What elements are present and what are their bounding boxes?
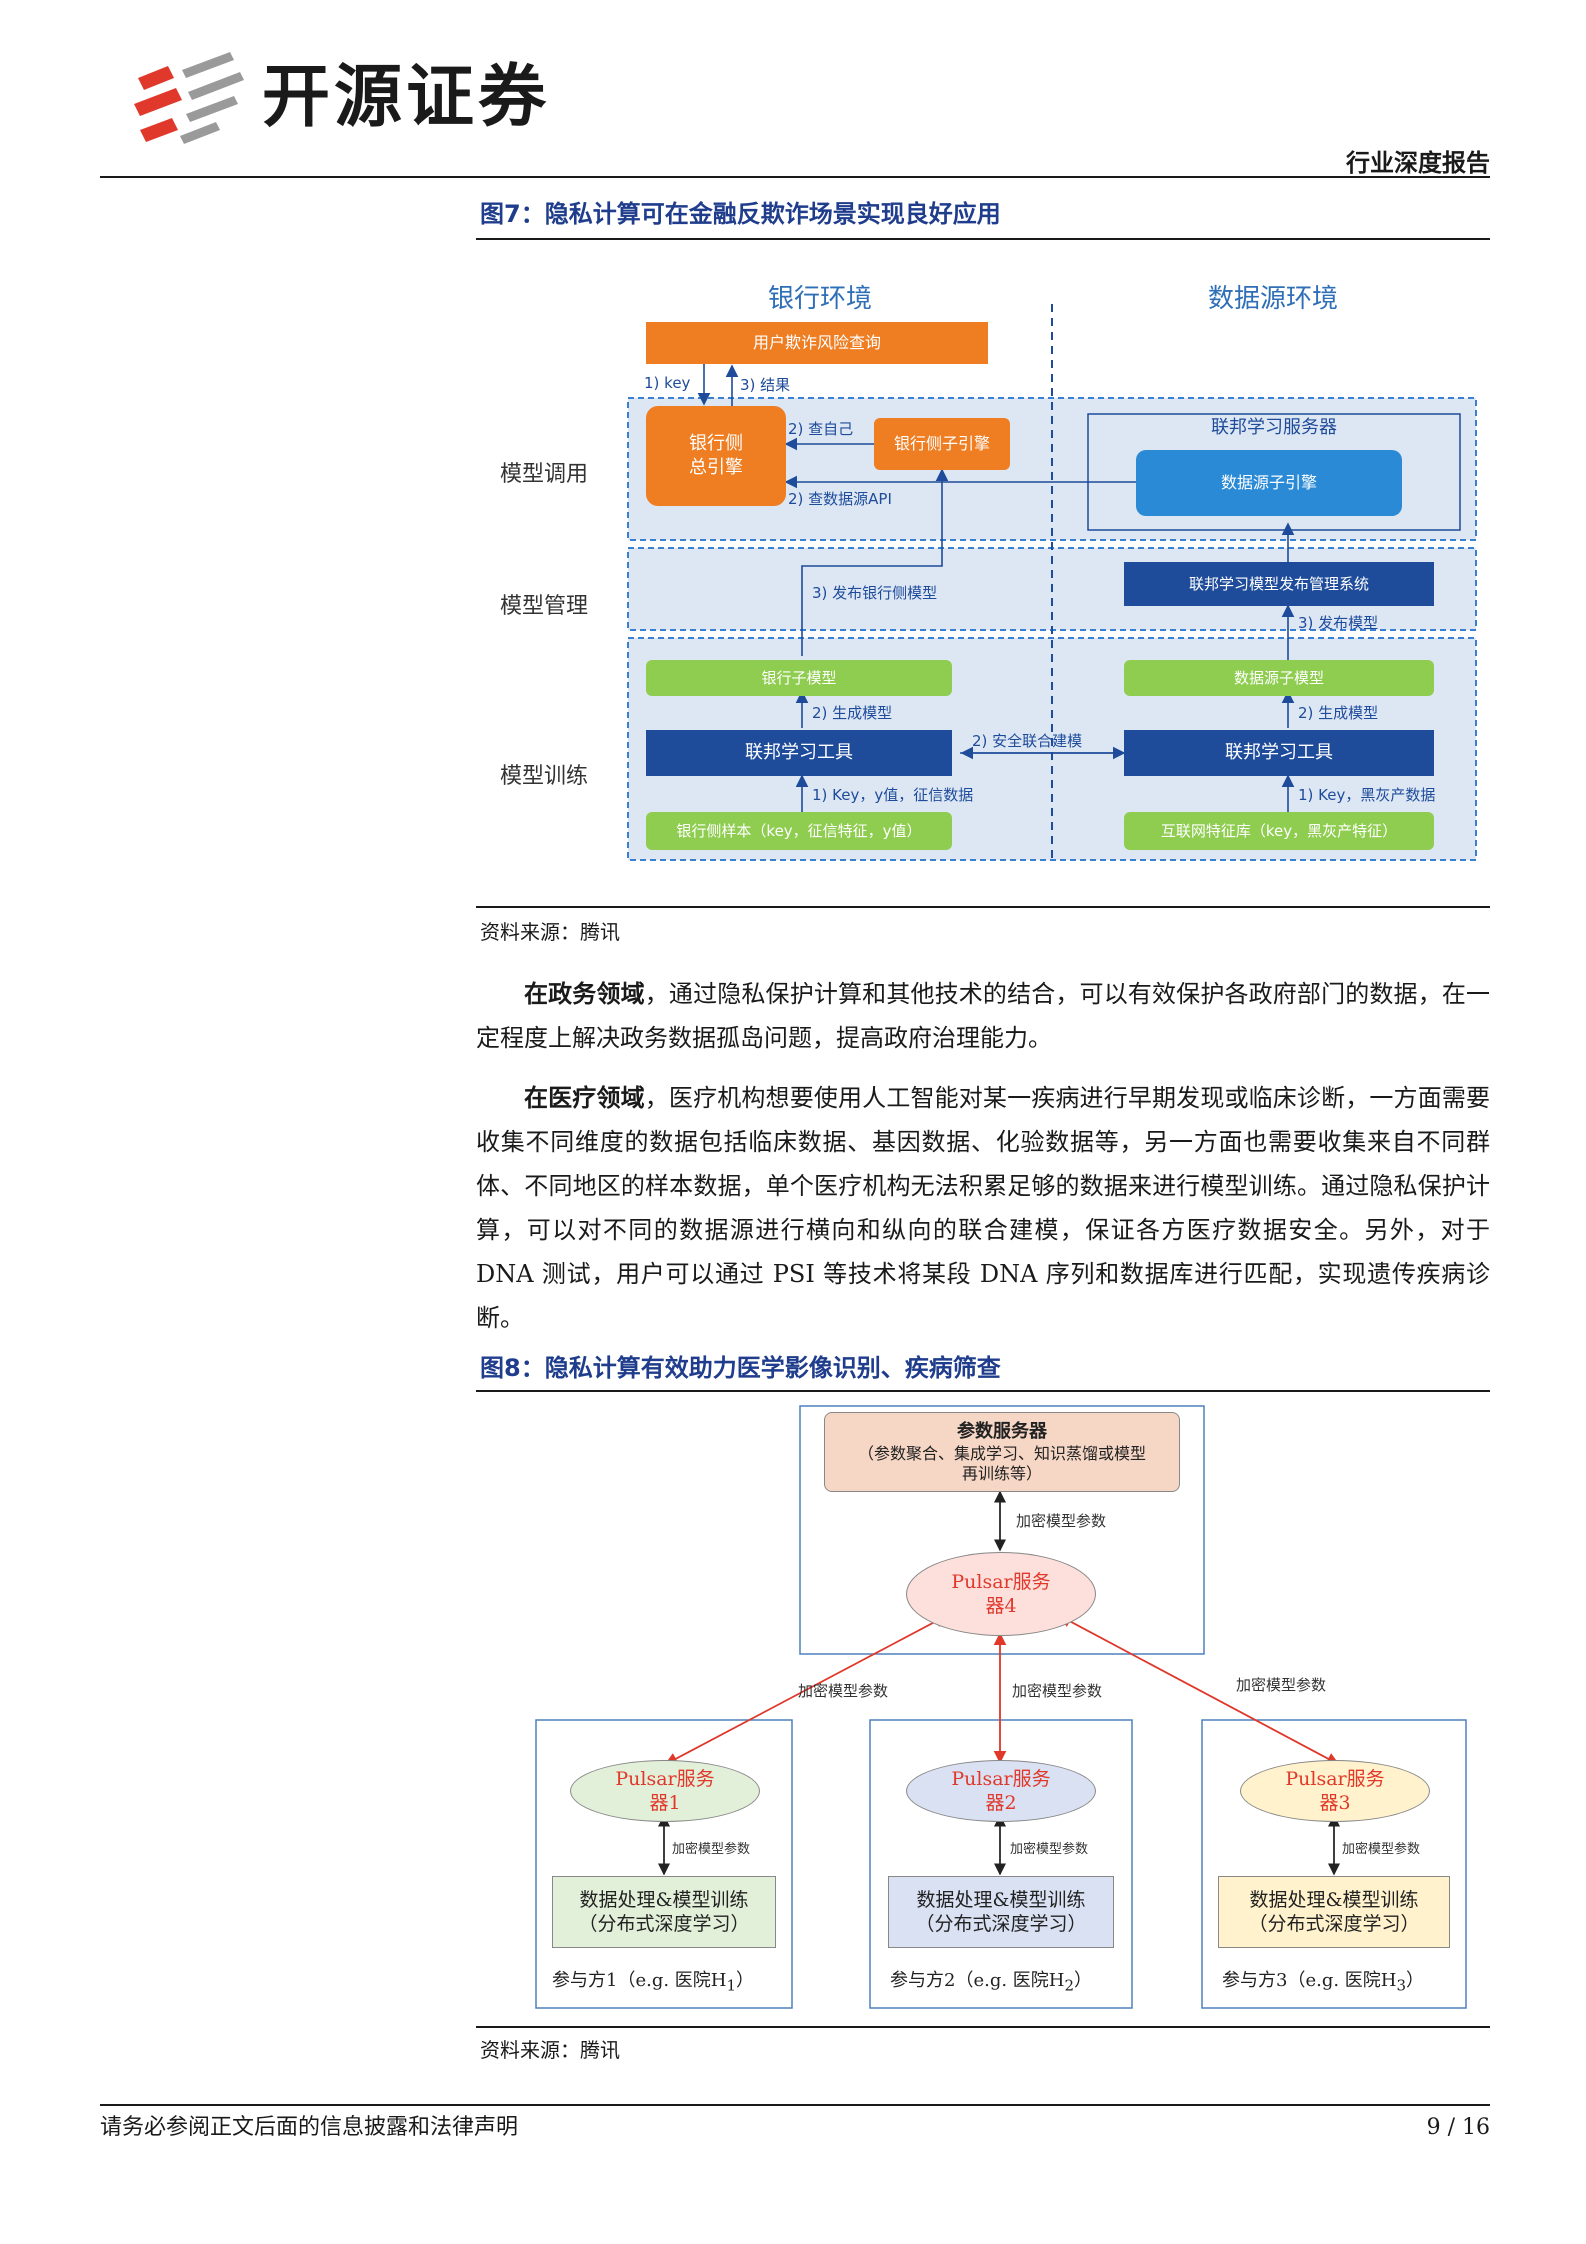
fl-tool-right-box: 联邦学习工具 xyxy=(1124,730,1434,776)
pulsar-server-1: Pulsar服务 器1 xyxy=(570,1760,760,1822)
label-gen-model-right: 2) 生成模型 xyxy=(1298,704,1379,722)
label-result: 3) 结果 xyxy=(740,376,791,394)
bank-environment-heading: 银行环境 xyxy=(768,284,873,314)
label-enc-param-p2: 加密模型参数 xyxy=(1010,1842,1089,1857)
company-name: 开源证券 xyxy=(262,58,551,137)
participant-3-label-sub: 3 xyxy=(1396,1976,1407,1995)
bank-samples-box: 银行侧样本（key，征信特征，y值） xyxy=(646,812,952,850)
pulsar-server-2: Pulsar服务 器2 xyxy=(906,1760,1096,1822)
participant-1-label-text: 参与方1（e.g. 医院H xyxy=(552,1970,727,1991)
figure-7-source-rule xyxy=(476,906,1490,908)
pulsar3-line-1: Pulsar服务 xyxy=(1285,1768,1385,1790)
paragraph-medical-lead: 在医疗领域 xyxy=(524,1083,645,1112)
label-self-check: 2) 查自己 xyxy=(788,420,854,438)
label-key: 1) key xyxy=(644,374,691,392)
figure-8-diagram: 参数服务器 （参数聚合、集成学习、知识蒸馏或模型 再训练等） 加密模型参数 Pu… xyxy=(476,1398,1490,2018)
fl-server-title: 联邦学习服务器 xyxy=(1211,417,1337,438)
data-source-environment-heading: 数据源环境 xyxy=(1208,284,1339,314)
participant-1-label-close: ） xyxy=(736,1970,755,1991)
figure-8-source-rule xyxy=(476,2026,1490,2028)
participant-3-label: 参与方3（e.g. 医院H3） xyxy=(1222,1966,1424,1995)
label-enc-param-p3: 加密模型参数 xyxy=(1342,1842,1421,1857)
parameter-server-title: 参数服务器 xyxy=(957,1421,1047,1442)
label-enc-param-middle: 加密模型参数 xyxy=(1012,1682,1103,1700)
p3-work-line-1: 数据处理&模型训练 xyxy=(1249,1889,1419,1911)
figure-7-rule xyxy=(476,238,1490,240)
row-label-model-manage: 模型管理 xyxy=(500,594,589,619)
internet-features-box: 互联网特征库（key，黑灰产特征） xyxy=(1124,812,1434,850)
pulsar3-line-2: 器3 xyxy=(1319,1792,1351,1814)
parameter-server-desc-1: （参数聚合、集成学习、知识蒸馏或模型 xyxy=(857,1444,1146,1463)
pulsar1-line-1: Pulsar服务 xyxy=(615,1768,715,1790)
bank-sub-engine-box: 银行侧子引擎 xyxy=(874,418,1010,470)
page-number: 9 / 16 xyxy=(1426,2115,1490,2140)
paragraph-government: 在政务领域，通过隐私保护计算和其他技术的结合，可以有效保护各政府部门的数据，在一… xyxy=(476,972,1490,1060)
participant-2-label-text: 参与方2（e.g. 医院H xyxy=(890,1970,1065,1991)
bank-engine-line-1: 银行侧 xyxy=(689,433,743,454)
pulsar1-line-2: 器1 xyxy=(649,1792,681,1814)
figure-8-rule xyxy=(476,1390,1490,1392)
figure-8-connectors xyxy=(535,1405,1467,2009)
paragraph-government-lead: 在政务领域 xyxy=(524,979,645,1008)
figure-8-source: 资料来源：腾讯 xyxy=(480,2038,620,2062)
label-publish-model: 3) 发布模型 xyxy=(1298,614,1379,632)
row-label-model-invoke: 模型调用 xyxy=(500,462,589,487)
bank-engine-line-2: 总引擎 xyxy=(689,457,743,478)
label-publish-bank-model: 3) 发布银行侧模型 xyxy=(812,584,938,602)
footer-disclaimer: 请务必参阅正文后面的信息披露和法律声明 xyxy=(100,2115,519,2140)
participant-1-work-box: 数据处理&模型训练 （分布式深度学习） xyxy=(552,1876,776,1948)
participant-2-label: 参与方2（e.g. 医院H2） xyxy=(890,1966,1092,1995)
label-enc-param-p1: 加密模型参数 xyxy=(672,1842,751,1857)
participant-3-label-text: 参与方3（e.g. 医院H xyxy=(1222,1970,1397,1991)
label-secure-joint-modeling: 2) 安全联合建模 xyxy=(972,732,1083,750)
label-input-right: 1) Key，黑灰产数据 xyxy=(1298,786,1436,804)
row-label-model-train: 模型训练 xyxy=(500,764,589,789)
pulsar-server-4: Pulsar服务 器4 xyxy=(906,1552,1096,1636)
header-rule xyxy=(100,176,1490,178)
data-source-sub-model-box: 数据源子模型 xyxy=(1124,660,1434,696)
p3-work-line-2: （分布式深度学习） xyxy=(1248,1913,1420,1935)
participant-1-label-sub: 1 xyxy=(726,1976,737,1995)
label-gen-model-left: 2) 生成模型 xyxy=(812,704,893,722)
data-source-sub-engine-box: 数据源子引擎 xyxy=(1136,450,1402,516)
participant-2-label-close: ） xyxy=(1074,1970,1093,1991)
label-enc-param-right: 加密模型参数 xyxy=(1236,1676,1327,1694)
label-enc-param-left: 加密模型参数 xyxy=(798,1682,889,1700)
label-input-left: 1) Key，y值，征信数据 xyxy=(812,786,974,804)
figure-7-source: 资料来源：腾讯 xyxy=(480,920,620,944)
pulsar2-line-1: Pulsar服务 xyxy=(951,1768,1051,1790)
participant-2-work-box: 数据处理&模型训练 （分布式深度学习） xyxy=(888,1876,1114,1948)
participant-3-work-box: 数据处理&模型训练 （分布式深度学习） xyxy=(1218,1876,1450,1948)
paragraph-government-text: ，通过隐私保护计算和其他技术的结合，可以有效保护各政府部门的数据，在一定程度上解… xyxy=(476,980,1491,1052)
p1-work-line-2: （分布式深度学习） xyxy=(578,1913,750,1935)
pulsar4-line-1: Pulsar服务 xyxy=(951,1571,1051,1593)
fl-model-publish-system-box: 联邦学习模型发布管理系统 xyxy=(1124,562,1434,606)
p2-work-line-2: （分布式深度学习） xyxy=(915,1913,1087,1935)
participant-2-label-sub: 2 xyxy=(1064,1976,1075,1995)
bank-main-engine-box: 银行侧 总引擎 xyxy=(646,406,786,506)
paragraph-medical: 在医疗领域，医疗机构想要使用人工智能对某一疾病进行早期发现或临床诊断，一方面需要… xyxy=(476,1076,1490,1340)
company-logo-mark xyxy=(134,52,244,144)
p1-work-line-1: 数据处理&模型训练 xyxy=(579,1889,749,1911)
label-enc-param-top: 加密模型参数 xyxy=(1016,1512,1107,1530)
figure-7-title: 图7：隐私计算可在金融反欺诈场景实现良好应用 xyxy=(480,200,1001,228)
figure-7-diagram: 银行环境 数据源环境 模型调用 模型管理 模型训练 用户欺诈风险查询 银行侧 总… xyxy=(476,268,1490,868)
fl-tool-left-box: 联邦学习工具 xyxy=(646,730,952,776)
paragraph-medical-text: ，医疗机构想要使用人工智能对某一疾病进行早期发现或临床诊断，一方面需要收集不同维… xyxy=(476,1084,1491,1332)
parameter-server-box: 参数服务器 （参数聚合、集成学习、知识蒸馏或模型 再训练等） xyxy=(824,1412,1180,1492)
label-datasource-api: 2) 查数据源API xyxy=(788,490,892,508)
footer-rule xyxy=(100,2104,1490,2106)
pulsar4-line-2: 器4 xyxy=(985,1595,1017,1617)
p2-work-line-1: 数据处理&模型训练 xyxy=(916,1889,1086,1911)
figure-8-title: 图8：隐私计算有效助力医学影像识别、疾病筛查 xyxy=(480,1354,1001,1382)
parameter-server-desc-2: 再训练等） xyxy=(961,1464,1042,1483)
pulsar2-line-2: 器2 xyxy=(985,1792,1017,1814)
report-type: 行业深度报告 xyxy=(1346,148,1490,177)
participant-1-label: 参与方1（e.g. 医院H1） xyxy=(552,1966,754,1995)
participant-3-label-close: ） xyxy=(1406,1970,1425,1991)
bank-sub-model-box: 银行子模型 xyxy=(646,660,952,696)
fraud-risk-query-box: 用户欺诈风险查询 xyxy=(646,322,988,364)
pulsar-server-3: Pulsar服务 器3 xyxy=(1240,1760,1430,1822)
